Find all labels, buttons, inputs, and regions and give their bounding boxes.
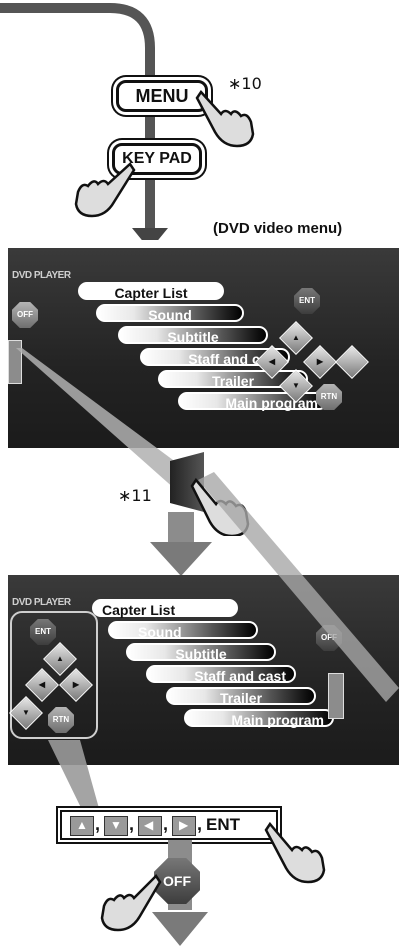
dvd-video-menu-caption: (DVD video menu) bbox=[213, 220, 343, 237]
dvd-screen-1: DVD PLAYER OFF Capter List Sound Subtitl… bbox=[8, 248, 399, 448]
legend-separator: , bbox=[95, 814, 101, 834]
menu-item-staff-and-cast[interactable]: Staff and cast bbox=[146, 665, 296, 684]
menu-item-trailer[interactable]: Trailer bbox=[166, 687, 316, 706]
menu-item-sound[interactable]: Sound bbox=[96, 304, 244, 323]
menu-item-capter-list[interactable]: Capter List bbox=[78, 282, 224, 301]
up-key-icon: ▲ bbox=[70, 816, 94, 836]
hand-pointer-icon bbox=[264, 821, 326, 884]
menu-item-main-program[interactable]: Main program bbox=[184, 709, 334, 728]
connector-shape bbox=[198, 472, 399, 702]
down-key-icon: ▼ bbox=[104, 816, 128, 836]
connector-shape bbox=[16, 348, 200, 490]
dvd-screen-2: DVD PLAYER Capter List Sound Subtitle St… bbox=[8, 575, 399, 765]
keypad-legend: ▲ , ▼ , ◀ , ▶ , ENT bbox=[60, 810, 278, 840]
rtn-button[interactable]: RTN bbox=[316, 384, 342, 410]
left-key-icon: ◀ bbox=[138, 816, 162, 836]
dvd-player-logo: DVD PLAYER bbox=[12, 597, 71, 608]
hand-pointer-icon bbox=[100, 874, 162, 932]
hand-pointer-icon bbox=[74, 162, 136, 218]
right-arrow-button[interactable]: ▶ bbox=[303, 345, 337, 379]
side-tab[interactable] bbox=[8, 340, 22, 384]
off-button[interactable]: OFF bbox=[12, 302, 38, 328]
right-key-icon: ▶ bbox=[172, 816, 196, 836]
menu-button[interactable]: MENU bbox=[116, 80, 208, 112]
menu-item-capter-list[interactable]: Capter List bbox=[92, 599, 238, 618]
partial-button-icon bbox=[335, 345, 369, 379]
menu-item-subtitle[interactable]: Subtitle bbox=[118, 326, 268, 345]
side-tab[interactable] bbox=[328, 673, 344, 719]
flow-line bbox=[0, 3, 168, 240]
ent-button[interactable]: ENT bbox=[30, 619, 56, 645]
legend-separator: , bbox=[163, 814, 169, 834]
rtn-button[interactable]: RTN bbox=[48, 707, 74, 733]
menu-item-main-program[interactable]: Main program bbox=[178, 392, 328, 411]
down-arrow-icon bbox=[150, 512, 212, 576]
menu-button-label: MENU bbox=[135, 86, 189, 106]
menu-item-sound[interactable]: Sound bbox=[108, 621, 258, 640]
keypad-highlight-frame bbox=[10, 611, 98, 739]
menu-item-subtitle[interactable]: Subtitle bbox=[126, 643, 276, 662]
middle-note: ∗11 bbox=[118, 486, 152, 505]
hand-pointer-icon bbox=[195, 89, 255, 148]
keypad-button-label: KEY PAD bbox=[122, 150, 192, 167]
legend-separator: , bbox=[129, 814, 135, 834]
menu-note: ∗10 bbox=[228, 74, 262, 93]
ent-button[interactable]: ENT bbox=[294, 288, 320, 314]
off-button-large[interactable]: OFF bbox=[154, 858, 200, 904]
legend-ent: ENT bbox=[206, 815, 240, 834]
dvd-player-logo: DVD PLAYER bbox=[12, 270, 71, 281]
legend-separator: , bbox=[197, 814, 203, 834]
connector-shape bbox=[48, 740, 100, 814]
